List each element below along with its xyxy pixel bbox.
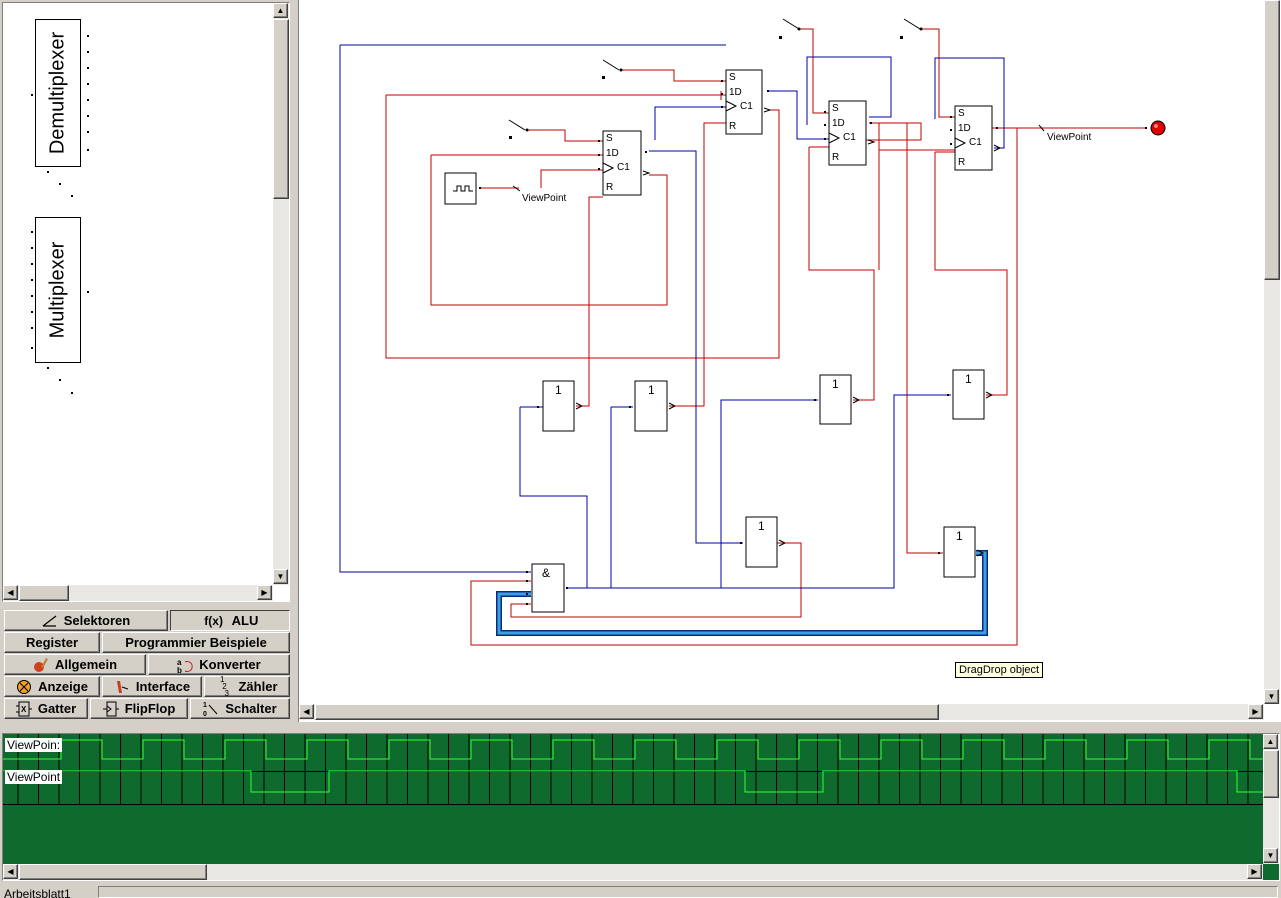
scroll-left-icon[interactable]: ◀ bbox=[299, 704, 314, 719]
svg-text:a: a bbox=[177, 658, 182, 667]
timing-vscroll-thumb[interactable] bbox=[1263, 750, 1279, 798]
tab-gatter[interactable]: X Gatter bbox=[4, 698, 88, 719]
flipflop-1[interactable]: S 1D C1 R bbox=[606, 133, 630, 193]
sheet-tab[interactable]: Arbeitsblatt1 bbox=[4, 887, 71, 898]
flipflop-2[interactable]: S 1D C1 R bbox=[729, 72, 753, 132]
multiplexer-label: Multiplexer bbox=[46, 241, 69, 339]
svg-text:0: 0 bbox=[203, 711, 207, 717]
interface-icon bbox=[114, 679, 130, 695]
timing-horizontal-scrollbar[interactable]: ◀ ▶ bbox=[3, 864, 1263, 880]
palette-scroll-thumb[interactable] bbox=[273, 19, 289, 199]
canvas-hscroll-thumb[interactable] bbox=[315, 704, 939, 720]
timing-diagram-panel: ViewPoin: ViewPoint ▲ ▼ ◀ ▶ bbox=[2, 733, 1280, 881]
viewpoint-label-clock[interactable]: ViewPoint bbox=[522, 193, 567, 204]
scroll-left-icon[interactable]: ◀ bbox=[3, 864, 18, 879]
and-gate[interactable]: & bbox=[542, 566, 551, 580]
or-gate-3[interactable]: 1 bbox=[832, 377, 839, 391]
canvas-vscroll-thumb[interactable] bbox=[1264, 0, 1280, 280]
circuit-wires bbox=[339, 18, 1166, 646]
tab-alu[interactable]: f(x) ALU bbox=[170, 610, 290, 631]
palette-tabs: Selektoren f(x) ALU Register Programmier… bbox=[2, 608, 292, 722]
tab-flipflop[interactable]: FlipFlop bbox=[90, 698, 188, 719]
scroll-right-icon[interactable]: ▶ bbox=[1248, 704, 1263, 719]
or-gate-4[interactable]: 1 bbox=[965, 372, 972, 386]
scroll-right-icon[interactable]: ▶ bbox=[1247, 864, 1262, 879]
led-indicator[interactable] bbox=[1151, 120, 1165, 136]
counter-icon: 1 2 3 bbox=[220, 675, 229, 698]
general-icon bbox=[33, 657, 49, 673]
scroll-up-icon[interactable]: ▲ bbox=[273, 3, 288, 18]
timing-waveforms bbox=[3, 734, 1263, 805]
svg-text:b: b bbox=[177, 666, 182, 673]
scroll-down-icon[interactable]: ▼ bbox=[1263, 848, 1278, 863]
flipflop-3[interactable]: S 1D C1 R bbox=[832, 103, 856, 163]
or-gate-1[interactable]: 1 bbox=[555, 383, 562, 397]
status-field bbox=[98, 886, 1278, 898]
or-gate-6[interactable]: 1 bbox=[956, 529, 963, 543]
tab-programmier-beispiele[interactable]: Programmier Beispiele bbox=[102, 632, 290, 653]
scroll-left-icon[interactable]: ◀ bbox=[3, 585, 18, 600]
timing-signal-label: ViewPoint bbox=[5, 770, 63, 784]
timing-vertical-scrollbar[interactable]: ▲ ▼ bbox=[1263, 734, 1279, 864]
svg-text:X: X bbox=[21, 705, 27, 714]
dragdrop-tooltip: DragDrop object bbox=[955, 662, 1044, 678]
canvas-horizontal-scrollbar[interactable]: ◀ ▶ bbox=[299, 704, 1264, 720]
scroll-down-icon[interactable]: ▼ bbox=[1264, 689, 1279, 704]
selector-icon bbox=[42, 613, 58, 629]
or-gate-5[interactable]: 1 bbox=[758, 519, 765, 533]
sheet-tab-bar: Arbeitsblatt1 bbox=[0, 884, 1281, 898]
component-palette: Demultiplexer Multiplexer ▲ ▼ ◀ ▶ bbox=[2, 2, 290, 602]
scroll-down-icon[interactable]: ▼ bbox=[273, 569, 288, 584]
flipflop-4[interactable]: S 1D C1 R bbox=[958, 108, 982, 168]
palette-hscroll-thumb[interactable] bbox=[19, 585, 69, 601]
demultiplexer-pins bbox=[31, 35, 89, 394]
tab-register[interactable]: Register bbox=[4, 632, 100, 653]
flipflop-icon bbox=[102, 701, 119, 717]
palette-vertical-scrollbar[interactable]: ▲ ▼ bbox=[273, 3, 289, 585]
circuit-canvas[interactable]: S 1D C1 R S 1D C1 R S 1D C1 R S 1D C1 R … bbox=[298, 0, 1281, 722]
canvas-vertical-scrollbar[interactable]: ▼ bbox=[1264, 0, 1280, 704]
palette-horizontal-scrollbar[interactable]: ◀ ▶ bbox=[3, 585, 273, 601]
tab-interface[interactable]: Interface bbox=[102, 676, 202, 697]
timing-hscroll-thumb[interactable] bbox=[19, 864, 207, 880]
svg-text:1: 1 bbox=[203, 702, 207, 709]
scroll-right-icon[interactable]: ▶ bbox=[257, 585, 272, 600]
viewpoint-label-output[interactable]: ViewPoint bbox=[1047, 132, 1092, 143]
display-icon bbox=[16, 679, 32, 695]
tab-selektoren[interactable]: Selektoren bbox=[4, 610, 168, 631]
multiplexer-component[interactable]: Multiplexer bbox=[35, 217, 81, 363]
tab-zaehler[interactable]: 1 2 3 Zähler bbox=[204, 675, 290, 698]
or-gate-2[interactable]: 1 bbox=[648, 383, 655, 397]
tab-anzeige[interactable]: Anzeige bbox=[4, 676, 100, 697]
demultiplexer-component[interactable]: Demultiplexer bbox=[35, 19, 81, 167]
timing-signal-label: ViewPoin: bbox=[5, 738, 63, 752]
function-icon: f(x) bbox=[204, 613, 223, 628]
gate-icon: X bbox=[15, 701, 32, 717]
scroll-up-icon[interactable]: ▲ bbox=[1263, 734, 1278, 749]
tab-allgemein[interactable]: Allgemein bbox=[4, 654, 146, 675]
